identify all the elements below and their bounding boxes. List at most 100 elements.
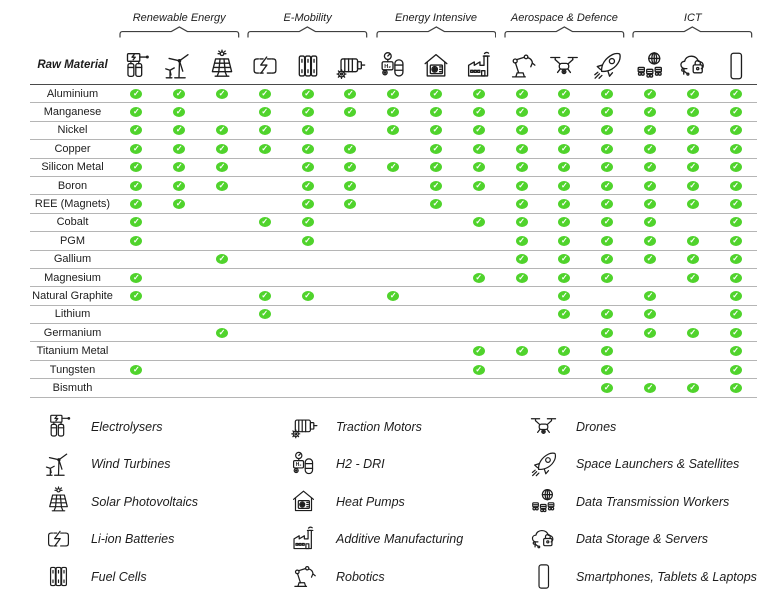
matrix-cell: ✓	[543, 199, 586, 210]
material-label: REE (Magnets)	[34, 198, 111, 211]
matrix-cell: ✓	[586, 162, 629, 173]
matrix-cell: ✓	[500, 180, 543, 191]
check-icon: ✓	[686, 125, 699, 136]
check-icon: ✓	[686, 199, 699, 210]
check-icon: ✓	[130, 107, 143, 118]
check-icon: ✓	[686, 327, 699, 338]
category-label: Renewable Energy	[132, 12, 226, 24]
solar-photovoltaics-icon	[211, 48, 233, 77]
category-label: ICT	[683, 12, 702, 24]
matrix-cell: ✓	[714, 107, 757, 118]
matrix-cell: ✓	[158, 162, 201, 173]
traction-motors-icon	[290, 419, 317, 439]
material-label: Bismuth	[52, 381, 93, 394]
technology-icons-row: Raw Material H₂	[30, 38, 757, 84]
column-data-transmission-workers	[629, 37, 672, 86]
check-icon: ✓	[686, 162, 699, 173]
matrix-cell: ✓	[586, 272, 629, 283]
check-icon: ✓	[258, 217, 271, 228]
check-icon: ✓	[472, 88, 485, 99]
legend-icon-wrap	[285, 561, 321, 592]
matrix-cell: ✓	[115, 125, 158, 136]
legend-icon-wrap	[525, 486, 561, 517]
raw-material-header: Raw Material	[37, 59, 108, 71]
matrix-cell: ✓	[671, 199, 714, 210]
matrix-cell: ✓	[543, 180, 586, 191]
matrix-cell: ✓	[714, 309, 757, 320]
legend-label: Heat Pumps	[336, 494, 405, 509]
matrix-cell: ✓	[500, 199, 543, 210]
legend-icon-wrap	[40, 561, 76, 592]
matrix-cell: ✓	[500, 162, 543, 173]
li-ion-batteries-icon	[47, 530, 69, 547]
check-icon: ✓	[643, 125, 656, 136]
check-icon: ✓	[601, 327, 614, 338]
matrix-cell: ✓	[286, 235, 329, 246]
matrix-cell: ✓	[286, 180, 329, 191]
check-icon: ✓	[472, 364, 485, 375]
fuel-cells-icon	[49, 567, 67, 587]
matrix-cell: ✓	[115, 217, 158, 228]
matrix-cell: ✓	[457, 364, 500, 375]
check-icon: ✓	[130, 162, 143, 173]
check-icon: ✓	[558, 217, 571, 228]
matrix-cell: ✓	[115, 290, 158, 301]
matrix-cell: ✓	[500, 125, 543, 136]
wind-turbines-icon	[165, 53, 189, 78]
table-row: Nickel✓✓✓✓✓✓✓✓✓✓✓✓✓✓	[30, 120, 757, 139]
matrix-cell: ✓	[457, 272, 500, 283]
matrix-cell: ✓	[714, 290, 757, 301]
legend-icon-wrap	[525, 524, 561, 555]
check-icon: ✓	[515, 162, 528, 173]
check-icon: ✓	[429, 107, 442, 118]
legend-item-additive-manufacturing: Additive Manufacturing	[275, 521, 515, 559]
check-icon: ✓	[515, 88, 528, 99]
matrix-cell: ✓	[115, 272, 158, 283]
matrix-cell: ✓	[500, 143, 543, 154]
matrix-cell: ✓	[372, 125, 415, 136]
check-icon: ✓	[472, 162, 485, 173]
solar-photovoltaics-icon	[48, 486, 68, 512]
matrix-cell: ✓	[286, 162, 329, 173]
check-icon: ✓	[729, 125, 742, 136]
check-icon: ✓	[515, 107, 528, 118]
check-icon: ✓	[558, 272, 571, 283]
check-icon: ✓	[130, 235, 143, 246]
column-solar-photovoltaics	[201, 37, 244, 86]
column-li-ion-batteries	[243, 37, 286, 86]
check-icon: ✓	[215, 180, 228, 191]
check-icon: ✓	[173, 162, 186, 173]
matrix-cell: ✓	[457, 180, 500, 191]
legend-item-heat-pumps: Heat Pumps	[275, 483, 515, 521]
matrix-cell: ✓	[243, 290, 286, 301]
category-bracket-icon	[504, 26, 625, 38]
legend-item-solar-photovoltaics: Solar Photovoltaics	[30, 483, 275, 521]
check-icon: ✓	[515, 272, 528, 283]
matrix-cell: ✓	[586, 254, 629, 265]
check-icon: ✓	[130, 180, 143, 191]
matrix-cell: ✓	[671, 180, 714, 191]
robotics-icon	[293, 566, 316, 588]
table-row: Cobalt✓✓✓✓✓✓✓✓✓	[30, 212, 757, 231]
material-label: Titanium Metal	[36, 345, 109, 358]
table-row: Germanium✓✓✓✓✓	[30, 323, 757, 341]
electrolysers-icon	[49, 414, 70, 437]
category-label: E-Mobility	[283, 12, 332, 24]
data-transmission-workers-icon	[637, 51, 662, 78]
check-icon: ✓	[301, 125, 314, 136]
legend-item-space-launchers-satellites: Space Launchers & Satellites	[515, 446, 757, 484]
check-icon: ✓	[601, 364, 614, 375]
legend-icon-wrap	[525, 449, 561, 480]
matrix-cell: ✓	[286, 88, 329, 99]
legend-label: Electrolysers	[91, 419, 163, 434]
check-icon: ✓	[344, 88, 357, 99]
matrix-cell: ✓	[586, 199, 629, 210]
check-icon: ✓	[643, 217, 656, 228]
category-label: Aerospace & Defence	[510, 12, 618, 24]
heat-pumps-icon	[424, 53, 448, 77]
table-row: Gallium✓✓✓✓✓✓✓	[30, 249, 757, 268]
matrix-cell: ✓	[457, 107, 500, 118]
matrix-cell: ✓	[629, 143, 672, 154]
column-heat-pumps	[415, 37, 458, 86]
